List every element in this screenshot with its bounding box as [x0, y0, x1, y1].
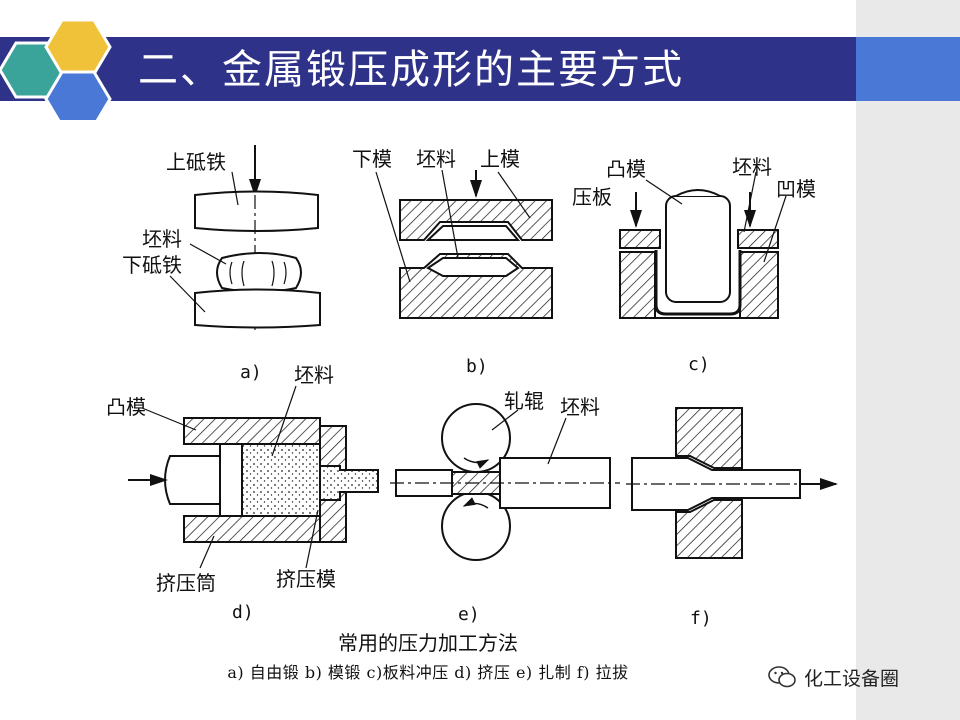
label-blank-c: 坯料 [732, 155, 772, 179]
label-roller: 轧辊 [504, 389, 544, 413]
label-concave-die: 凹模 [776, 177, 816, 201]
label-extrusion-die: 挤压模 [276, 567, 336, 591]
sub-b: b) [466, 356, 488, 377]
figure-caption-legend: a) 自由锻 b) 模锻 c)板料冲压 d) 挤压 e) 扎制 f) 拉拔 [227, 663, 629, 682]
label-punch-d: 凸模 [106, 395, 146, 419]
figure-a-free-forging [169, 145, 321, 330]
label-blank-holder: 压板 [572, 185, 612, 209]
sub-d: d) [232, 602, 254, 623]
label-lower-anvil: 下砥铁 [122, 253, 182, 277]
watermark: 化工设备圈 [768, 662, 899, 692]
label-upper-anvil: 上砥铁 [166, 150, 226, 174]
header-bar [0, 37, 856, 101]
sub-e: e) [458, 604, 480, 625]
figure-e-rolling [390, 403, 620, 561]
label-blank-a: 坯料 [142, 227, 182, 251]
header-bar-extension [856, 37, 960, 101]
sub-c: c) [688, 354, 710, 375]
watermark-text: 化工设备圈 [804, 667, 900, 690]
wechat-icon [768, 666, 796, 688]
figure-b-die-forging [375, 169, 553, 319]
label-upper-die: 上模 [480, 147, 520, 171]
label-punch-c: 凸模 [606, 157, 646, 181]
figure-c-sheet-stamping [619, 171, 787, 319]
hexagon-logo-icon [0, 18, 112, 120]
figure-f-drawing [626, 407, 838, 559]
sub-f: f) [690, 608, 712, 629]
sub-a: a) [240, 362, 262, 383]
label-blank-e: 坯料 [560, 395, 600, 419]
right-sidebar [856, 0, 960, 720]
figure-d-extrusion [128, 385, 379, 569]
slide-title: 二、金属锻压成形的主要方式 [138, 47, 684, 93]
label-blank-d: 坯料 [294, 363, 334, 387]
label-blank-b: 坯料 [416, 147, 456, 171]
figure-caption-title: 常用的压力加工方法 [338, 631, 518, 655]
label-lower-die: 下模 [352, 147, 392, 171]
label-container: 挤压筒 [156, 571, 216, 595]
